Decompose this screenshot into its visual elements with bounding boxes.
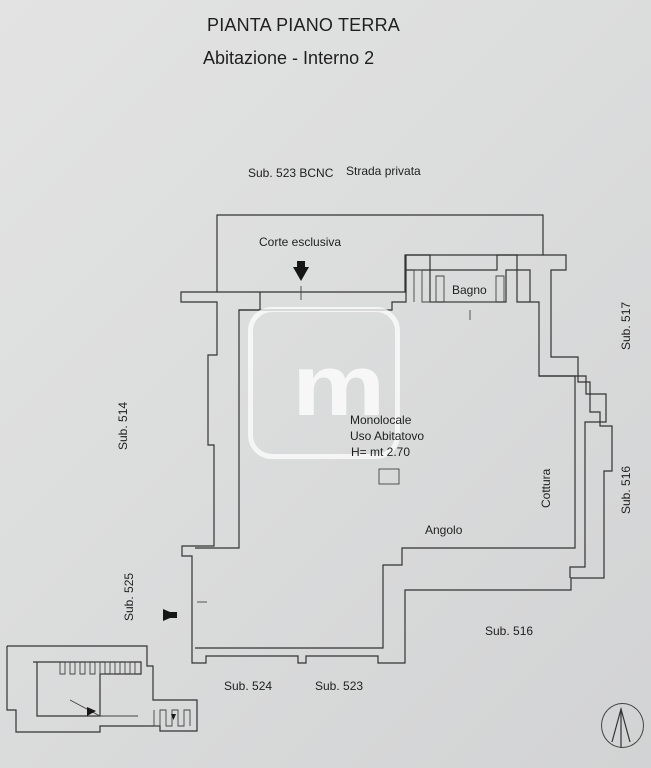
plan-title: PIANTA PIANO TERRA [207,15,400,35]
label-corner: Angolo [425,523,463,537]
stair-arrow-icon [87,707,96,716]
logo-watermark-frame [248,307,400,459]
landing-arrow-icon [171,714,176,720]
arrow-right-shaft [169,612,177,618]
label-bottom-sub-523: Sub. 523 [315,679,364,693]
label-top-boundary: Sub. 523 BCNC [248,166,334,180]
label-kitchen: Cottura [539,468,553,508]
label-right-sub-517: Sub. 517 [619,301,633,350]
courtyard-wall [180,214,613,664]
courtyard-inner-line [217,254,543,293]
label-main-room-1: Monolocale [350,413,412,427]
logo-watermark-letter: m [292,338,386,434]
main-room-outline [195,254,576,649]
label-bottom-sub-524: Sub. 524 [224,679,273,693]
bathroom-block [406,269,531,303]
stair-landing-lines [153,709,191,727]
arrow-down-icon [293,267,309,281]
kitchen-wall [539,375,607,578]
label-main-room-3: H= mt 2.70 [351,445,411,459]
label-right-sub-516-vertical: Sub. 516 [619,465,633,514]
plan-subtitle: Abitazione - Interno 2 [203,48,375,68]
label-bathroom: Bagno [452,283,487,297]
label-bottom-sub-516: Sub. 516 [485,624,534,638]
label-left-sub-525: Sub. 525 [122,572,136,621]
chimney-square [378,468,400,485]
compass-outline-icon [601,703,644,748]
arrow-down-shaft [297,261,305,269]
stairwell-outline [6,645,198,733]
label-left-sub-514: Sub. 514 [116,401,130,450]
label-courtyard: Corte esclusiva [259,235,342,249]
label-main-room-2: Uso Abitatovo [350,429,425,443]
stair-tread-lines [59,661,136,675]
label-top-road: Strada privata [346,164,421,178]
bathroom-inner-lines [413,269,505,303]
stair-diagonal [69,699,138,717]
